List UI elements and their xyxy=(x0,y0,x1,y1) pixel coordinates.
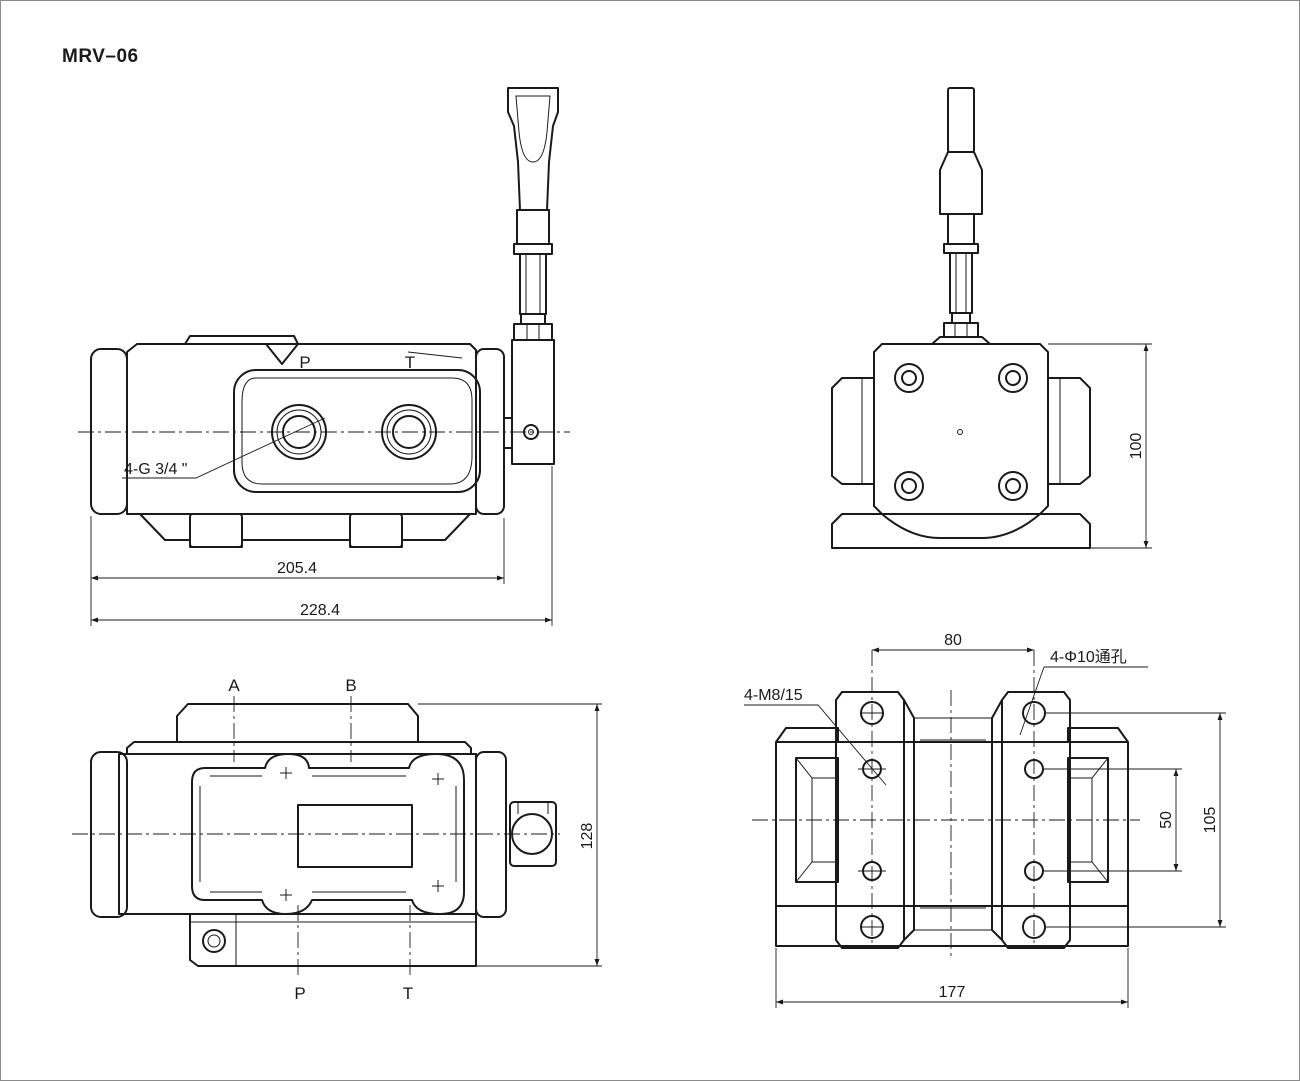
top-pad xyxy=(191,753,465,915)
handle-lever xyxy=(503,87,559,465)
port-callout: 4-G 3/4 " xyxy=(124,461,187,478)
bolt-hole xyxy=(894,471,924,501)
frame-top-notches xyxy=(775,727,1129,743)
port-label-p: P xyxy=(294,984,305,1003)
port-label-t-front: T xyxy=(405,353,415,372)
top-flange xyxy=(126,741,472,754)
top-base xyxy=(189,914,477,967)
front-view: P T 4-G 3/4 " 205.4 228.4 xyxy=(78,87,570,626)
hole-leader xyxy=(1019,666,1148,736)
model-title: MRV–06 xyxy=(62,46,139,67)
bolt-hole xyxy=(998,471,1028,501)
index-notch xyxy=(265,343,299,365)
bolt-hole xyxy=(894,363,924,393)
center-channel xyxy=(903,699,1003,941)
valve-body xyxy=(126,343,477,515)
dim-128: 128 xyxy=(579,823,596,850)
port-label-b: B xyxy=(345,676,356,695)
top-view: A B P T 128 xyxy=(72,676,602,1003)
dim-228-4: 228.4 xyxy=(300,602,340,619)
side-view: 100 xyxy=(831,87,1152,549)
bolt-hole xyxy=(998,363,1028,393)
top-end-cap-right xyxy=(475,751,507,918)
pocket-left xyxy=(795,757,839,883)
port-label-t: T xyxy=(403,984,413,1003)
thread-leader xyxy=(744,704,887,786)
port-label-a: A xyxy=(228,676,240,695)
left-end-cap xyxy=(90,348,128,515)
bottom-frame-lower xyxy=(775,906,1129,947)
side-handle xyxy=(931,87,991,345)
base xyxy=(139,513,471,548)
mount-plate-left xyxy=(835,691,905,949)
dim-105: 105 xyxy=(1202,807,1219,834)
top-end-cap-left xyxy=(90,751,128,918)
top-cover xyxy=(184,335,299,345)
foot-right xyxy=(349,513,403,548)
side-neck xyxy=(881,513,1041,539)
side-boss-left xyxy=(831,377,874,485)
mount-plate-right xyxy=(1001,691,1071,949)
port-leader xyxy=(122,417,326,479)
foot-left xyxy=(189,513,243,548)
side-base xyxy=(831,513,1091,549)
center-window xyxy=(297,804,413,868)
dim-100: 100 xyxy=(1128,433,1145,460)
port-label-p-front: P xyxy=(299,353,310,372)
side-boss-right xyxy=(1048,377,1091,485)
dim-205-4: 205.4 xyxy=(277,560,317,577)
dim-50: 50 xyxy=(1158,811,1175,829)
dim-177: 177 xyxy=(939,984,966,1001)
dim-80: 80 xyxy=(944,632,962,649)
port-plate xyxy=(233,369,481,493)
side-body xyxy=(873,343,1049,515)
hole-callout: 4-Φ10通孔 xyxy=(1050,648,1127,666)
bottom-frame xyxy=(775,741,1129,907)
top-cover-strip xyxy=(176,703,419,742)
thread-callout: 4-M8/15 xyxy=(744,687,803,704)
bottom-view: 80 4-Φ10通孔 4-M8/15 50 105 177 xyxy=(744,632,1226,1008)
mount-hole xyxy=(202,929,226,953)
